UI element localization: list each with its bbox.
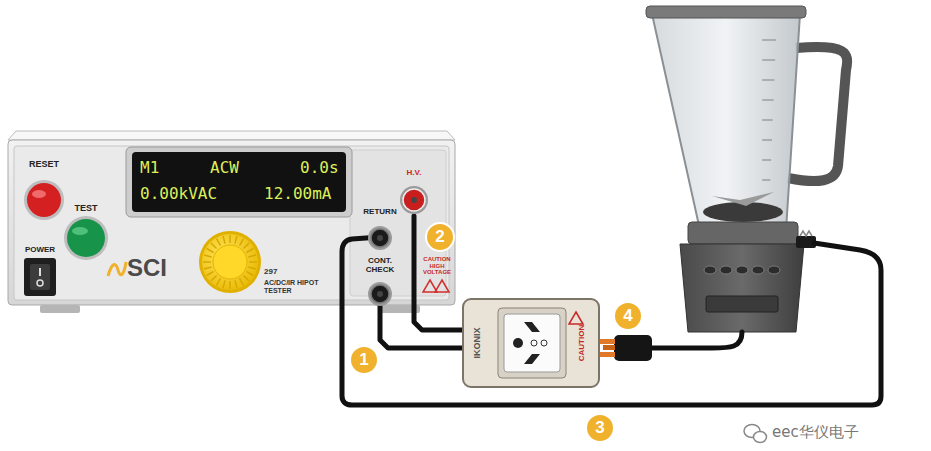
power-plug bbox=[599, 335, 652, 361]
display-text: 12.00mA bbox=[264, 185, 331, 203]
cont-check-terminal: CONT. CHECK bbox=[356, 254, 404, 306]
callout-circle: 4 bbox=[613, 301, 643, 331]
callout-number: 3 bbox=[595, 419, 604, 438]
hipot-tester: M1 ACW 0.0s 0.00kVAC 12.00mA RETURN CONT. CHEC… bbox=[8, 138, 455, 305]
terminal-label: CONT. CHECK bbox=[356, 257, 404, 275]
model-name: AC/DC/IR HIPOT TESTER bbox=[264, 279, 328, 294]
hv-terminal: H.V. bbox=[396, 166, 432, 216]
terminal-label: H.V. bbox=[407, 169, 422, 178]
return-terminal: RETURN bbox=[356, 204, 404, 250]
return-lead-wire bbox=[342, 237, 881, 405]
test-lead-wire bbox=[414, 216, 462, 330]
test-adapter-box: IKONIX CAUTION bbox=[462, 298, 600, 388]
sci-logo-swoosh bbox=[108, 262, 126, 276]
callout-circle: 2 bbox=[425, 222, 455, 252]
switch-label: POWER bbox=[25, 246, 55, 255]
display-text: 0.0s bbox=[300, 159, 339, 177]
warning-text: CAUTION bbox=[578, 325, 587, 361]
voltage-knob bbox=[199, 231, 261, 293]
callout-circle: 3 bbox=[585, 413, 615, 443]
terminal-label: RETURN bbox=[363, 208, 396, 217]
button-label: RESET bbox=[29, 160, 59, 170]
callout-number: 4 bbox=[623, 307, 632, 326]
blender bbox=[646, 6, 847, 332]
warning-text: CAUTION HIGH VOLTAGE bbox=[422, 256, 452, 276]
lcd-display: M1 ACW 0.0s 0.00kVAC 12.00mA bbox=[132, 152, 346, 212]
callout-number: 1 bbox=[359, 351, 368, 370]
reset-button bbox=[24, 180, 64, 220]
watermark: eec华仪电子 bbox=[772, 424, 859, 441]
power-switch bbox=[24, 258, 56, 296]
warning-triangles bbox=[423, 280, 449, 292]
callout-number: 2 bbox=[435, 228, 444, 247]
callout-circle: 1 bbox=[349, 345, 379, 375]
brand-logo: SCI bbox=[127, 255, 167, 281]
test-button bbox=[64, 216, 108, 260]
display-text: 0.00kVAC bbox=[140, 185, 217, 203]
button-label: TEST bbox=[74, 204, 97, 214]
wechat-icon bbox=[744, 425, 767, 443]
model-number: 297 bbox=[264, 268, 277, 277]
blender-power-cord bbox=[650, 332, 742, 348]
display-text: M1 bbox=[140, 159, 159, 177]
tester-body bbox=[8, 131, 455, 313]
display-text: ACW bbox=[210, 159, 239, 177]
brand-label: IKONIX bbox=[473, 327, 483, 358]
